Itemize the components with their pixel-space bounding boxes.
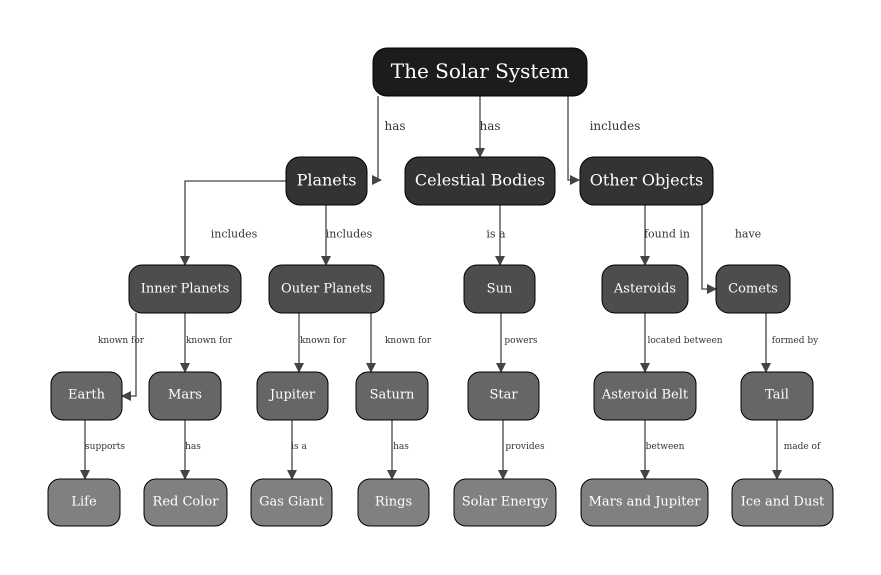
node-saturn: Saturn <box>355 371 429 421</box>
node-label: Planets <box>297 171 357 190</box>
node-box <box>47 478 121 527</box>
edge-labels: has has includes includes includes is a … <box>85 119 821 452</box>
node-other-objects: Other Objects <box>579 156 714 206</box>
node-box <box>148 371 222 421</box>
node-solar-energy: Solar Energy <box>453 478 557 527</box>
edge-includes-inner-planets <box>180 180 286 266</box>
node-label: Other Objects <box>590 171 703 190</box>
node-label: Ice and Dust <box>741 495 825 510</box>
node-rings: Rings <box>357 478 430 527</box>
edge-label-powers: powers <box>504 336 538 346</box>
node-star: Star <box>467 371 540 421</box>
node-label: Outer Planets <box>281 282 372 297</box>
node-box <box>453 478 557 527</box>
edge-label-made-of: made of <box>784 442 821 452</box>
node-label: Asteroids <box>613 282 676 297</box>
edge-label-provides: provides <box>505 442 545 452</box>
node-box <box>463 264 536 314</box>
edge-label-found-in: found in <box>644 228 690 241</box>
edge-has-planets <box>372 96 382 185</box>
node-label: Mars <box>168 388 202 403</box>
node-inner-planets: Inner Planets <box>128 264 242 314</box>
edge-label-is-a-sun: is a <box>486 228 506 241</box>
node-box <box>740 371 814 421</box>
edge-label-includes-inner-planets: includes <box>211 228 258 241</box>
edge-label-known-for-jupiter: known for <box>300 336 347 346</box>
edge-label-supports: supports <box>85 442 125 452</box>
node-box <box>404 156 556 206</box>
node-box <box>357 478 430 527</box>
node-asteroids: Asteroids <box>601 264 689 314</box>
node-label: Comets <box>728 282 778 297</box>
node-label: Sun <box>487 282 513 297</box>
edge-label-includes-outer-planets: includes <box>326 228 373 241</box>
node-box <box>580 478 709 527</box>
node-gas-giant: Gas Giant <box>250 478 333 527</box>
node-box <box>715 264 791 314</box>
node-sun: Sun <box>463 264 536 314</box>
node-box <box>256 371 329 421</box>
node-asteroid-belt: Asteroid Belt <box>593 371 697 421</box>
edge-have-comets <box>701 205 717 294</box>
node-box <box>50 371 123 421</box>
node-earth: Earth <box>50 371 123 421</box>
node-label: Earth <box>68 388 106 403</box>
node-label: Tail <box>765 388 789 403</box>
node-box <box>593 371 697 421</box>
node-box <box>128 264 242 314</box>
node-comets: Comets <box>715 264 791 314</box>
node-label: Red Color <box>153 495 220 510</box>
edge-label-formed-by: formed by <box>772 336 819 346</box>
node-red-color: Red Color <box>143 478 228 527</box>
edge-label-is-a-gas-giant: is a <box>291 442 307 452</box>
node-life: Life <box>47 478 121 527</box>
node-label: Celestial Bodies <box>415 171 545 190</box>
node-box <box>601 264 689 314</box>
node-jupiter: Jupiter <box>256 371 329 421</box>
node-label: Saturn <box>370 388 415 403</box>
node-label: The Solar System <box>391 59 570 83</box>
node-label: Mars and Jupiter <box>589 495 702 510</box>
node-label: Life <box>71 495 97 510</box>
node-label: Star <box>489 388 518 403</box>
edge-label-has-celestial-bodies: has <box>479 119 500 133</box>
node-box <box>467 371 540 421</box>
node-box <box>372 47 588 97</box>
node-box <box>731 478 834 527</box>
edge-label-have-comets: have <box>735 228 761 241</box>
node-celestial-bodies: Celestial Bodies <box>404 156 556 206</box>
node-mars: Mars <box>148 371 222 421</box>
edge-known-for-earth <box>121 313 137 401</box>
node-solar-system: The Solar System <box>372 47 588 97</box>
node-ice-and-dust: Ice and Dust <box>731 478 834 527</box>
node-label: Jupiter <box>268 388 316 403</box>
node-label: Gas Giant <box>259 495 325 510</box>
node-label: Solar Energy <box>462 495 549 510</box>
edge-label-includes-other-objects: includes <box>590 119 641 133</box>
node-box <box>143 478 228 527</box>
node-label: Rings <box>375 495 412 510</box>
edge-label-has-rings: has <box>393 442 409 452</box>
node-label: Asteroid Belt <box>601 388 689 403</box>
node-box <box>355 371 429 421</box>
edge-label-has-planets: has <box>384 119 405 133</box>
node-label: Inner Planets <box>141 282 230 297</box>
edge-label-located-between: located between <box>647 336 722 346</box>
node-box <box>250 478 333 527</box>
edge-label-known-for-mars: known for <box>186 336 233 346</box>
node-planets: Planets <box>285 156 368 206</box>
node-mars-and-jupiter: Mars and Jupiter <box>580 478 709 527</box>
edge-label-known-for-saturn: known for <box>385 336 432 346</box>
edge-label-between: between <box>646 442 685 452</box>
node-box <box>579 156 714 206</box>
node-outer-planets: Outer Planets <box>268 264 385 314</box>
edges <box>80 96 782 480</box>
edge-label-known-for-earth: known for <box>98 336 145 346</box>
node-box <box>268 264 385 314</box>
node-box <box>285 156 368 206</box>
edge-label-has-red-color: has <box>185 442 201 452</box>
edge-includes-other-objects <box>567 96 580 185</box>
node-tail: Tail <box>740 371 814 421</box>
